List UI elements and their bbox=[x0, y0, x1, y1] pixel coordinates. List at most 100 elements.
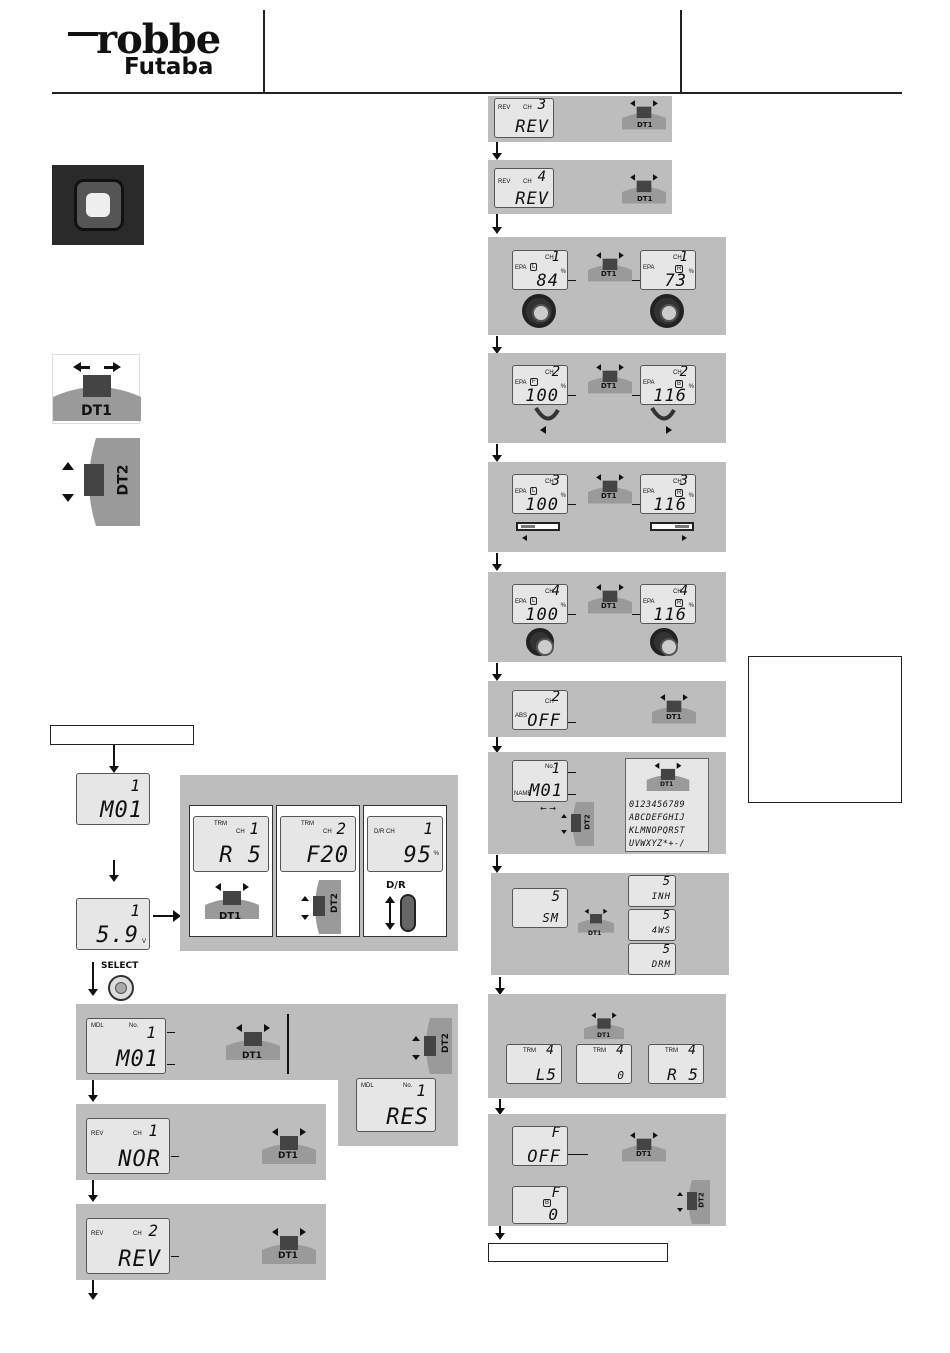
dt1-icon bbox=[262, 1128, 316, 1164]
flow-arrow-right bbox=[153, 915, 175, 917]
charset-chart: DT1 0123456789 ABCDEFGHIJ KLMNOPQRST UVW… bbox=[625, 758, 709, 852]
f-off-lcd: F OFF bbox=[512, 1126, 568, 1166]
epa-ch1-left-lcd: EPA L CH 1 % 84 bbox=[512, 250, 568, 290]
dt1-icon bbox=[584, 1012, 624, 1040]
dt1-icon bbox=[622, 100, 666, 130]
dt1-icon bbox=[205, 883, 259, 919]
trm4-lcd: TRM 4 R 5 bbox=[648, 1044, 704, 1084]
sm-lcd: 5 SM bbox=[512, 888, 568, 928]
rev3-lcd: REV CH 3 REV bbox=[494, 98, 554, 138]
header-divider-2 bbox=[680, 10, 682, 92]
dt1-icon bbox=[262, 1228, 316, 1264]
mdl-reset-lcd: MDL No. 1 RES bbox=[356, 1078, 436, 1132]
slider-bar-left bbox=[516, 522, 560, 531]
epa-ch1-right-lcd: EPA CH R 1 % 73 bbox=[640, 250, 696, 290]
dt1-icon bbox=[578, 908, 614, 933]
dt2-icon bbox=[677, 1180, 710, 1224]
flow-arrow bbox=[88, 1080, 98, 1102]
epa-ch3-left-lcd: EPA L CH 3 % 100 bbox=[512, 474, 568, 514]
trim-lcd-1: TRM CH 1 R 5 bbox=[193, 816, 269, 872]
throttle-trigger-brake-icon bbox=[650, 406, 676, 434]
dt1-icon bbox=[622, 174, 666, 204]
epa-ch4-right-lcd: EPA CH R 4 % 116 bbox=[640, 584, 696, 624]
select-label: SELECT bbox=[101, 961, 139, 971]
start-lcd: 1 M01 bbox=[76, 773, 150, 825]
trim-card-2: TRM CH 2 F20 DT2 bbox=[276, 805, 360, 937]
dt1-icon bbox=[588, 474, 632, 504]
flow-arrow bbox=[88, 1280, 98, 1300]
trm4-lcd: TRM 4 0 bbox=[576, 1044, 632, 1084]
epa-ch2-right-lcd: EPA CH B 2 % 116 bbox=[640, 365, 696, 405]
logo-futaba: Futaba bbox=[124, 54, 214, 80]
dt2-icon bbox=[561, 802, 594, 846]
flow-arrow bbox=[492, 142, 502, 160]
flow-arrow bbox=[492, 336, 502, 354]
dt1-icon bbox=[588, 584, 632, 614]
flow-arrow bbox=[492, 214, 502, 234]
end-label-box bbox=[488, 1243, 668, 1262]
dt2-icon-large: DT2 bbox=[52, 438, 140, 526]
flow-arrow bbox=[492, 855, 502, 873]
sm-option-lcd: 5 4WS bbox=[628, 909, 676, 941]
flow-arrow bbox=[492, 444, 502, 462]
charset-row: 0123456789 bbox=[629, 800, 686, 810]
flow-arrow bbox=[495, 1226, 505, 1240]
header-rule bbox=[52, 92, 902, 94]
charset-row: ABCDEFGHIJ bbox=[629, 813, 686, 823]
flow-arrow bbox=[109, 860, 119, 882]
rev2-lcd: REV CH 2 REV bbox=[86, 1218, 170, 1274]
dt1-icon bbox=[588, 252, 632, 282]
throttle-trigger-forward-icon bbox=[534, 406, 560, 434]
dt2-icon bbox=[412, 1018, 452, 1074]
flow-arrow bbox=[492, 553, 502, 571]
trim-card-1: TRM CH 1 R 5 DT1 bbox=[189, 805, 273, 937]
flow-arrow bbox=[495, 977, 505, 995]
dr-label: D/R bbox=[386, 880, 406, 891]
dt1-icon bbox=[646, 762, 690, 791]
sm-option-lcd: 5 INH bbox=[628, 875, 676, 907]
dr-lcd: D/R CH 1 % 95 bbox=[367, 816, 443, 872]
epa-ch4-left-lcd: EPA L CH 4 % 100 bbox=[512, 584, 568, 624]
epa-ch2-left-lcd: EPA F CH 2 % 100 bbox=[512, 365, 568, 405]
flow-arrow bbox=[109, 745, 119, 773]
logo-wing-mark bbox=[68, 32, 98, 36]
dt1-icon-large: DT1 bbox=[52, 354, 141, 424]
name-lcd: No. 1 NAME M01 bbox=[512, 760, 568, 802]
charset-row: UVWXYZ*+-/ bbox=[629, 839, 686, 849]
rev1-lcd: REV CH 1 NOR bbox=[86, 1118, 170, 1174]
dt1-icon bbox=[622, 1132, 666, 1162]
flow-arrow bbox=[492, 663, 502, 681]
dr-button bbox=[400, 894, 416, 932]
charset-row: KLMNOPQRST bbox=[629, 826, 686, 836]
dt1-icon bbox=[652, 694, 696, 724]
dt1-icon bbox=[226, 1024, 280, 1060]
header-divider-1 bbox=[263, 10, 265, 92]
select-button[interactable] bbox=[108, 975, 134, 1001]
rear-wheel-right-icon bbox=[650, 628, 678, 656]
trim-switch-photo bbox=[52, 165, 144, 245]
dt2-label: DT2 bbox=[115, 464, 132, 496]
trim-card-3: D/R CH 1 % 95 D/R bbox=[363, 805, 447, 937]
dt1-label: DT1 bbox=[81, 403, 112, 419]
epa-ch3-right-lcd: EPA CH R 3 % 116 bbox=[640, 474, 696, 514]
rear-wheel-left-icon bbox=[526, 628, 554, 656]
flow-arrow bbox=[88, 1180, 98, 1202]
sm-option-lcd: 5 DRM bbox=[628, 943, 676, 975]
f-value-lcd: F B 0 bbox=[512, 1186, 568, 1224]
rev4-lcd: REV CH 4 REV bbox=[494, 168, 554, 208]
flow-arrow bbox=[492, 737, 502, 753]
voltage-lcd: 1 5.9 V bbox=[76, 898, 150, 950]
steer-wheel-right-icon bbox=[650, 294, 684, 328]
steer-wheel-left-icon bbox=[522, 294, 556, 328]
logo-robbe: robbe bbox=[96, 16, 221, 63]
trim-lcd-2: TRM CH 2 F20 bbox=[280, 816, 356, 872]
brand-logo: robbe Futaba bbox=[68, 16, 248, 82]
start-label-box bbox=[50, 725, 194, 745]
mdl-lcd: MDL No. 1 M01 bbox=[86, 1018, 166, 1074]
dt1-icon bbox=[588, 364, 632, 394]
abs-lcd: ABS CH 2 OFF bbox=[512, 690, 568, 730]
flow-arrow bbox=[88, 962, 98, 996]
dt2-icon bbox=[301, 880, 341, 934]
note-box bbox=[748, 656, 902, 803]
flow-arrow bbox=[495, 1099, 505, 1115]
